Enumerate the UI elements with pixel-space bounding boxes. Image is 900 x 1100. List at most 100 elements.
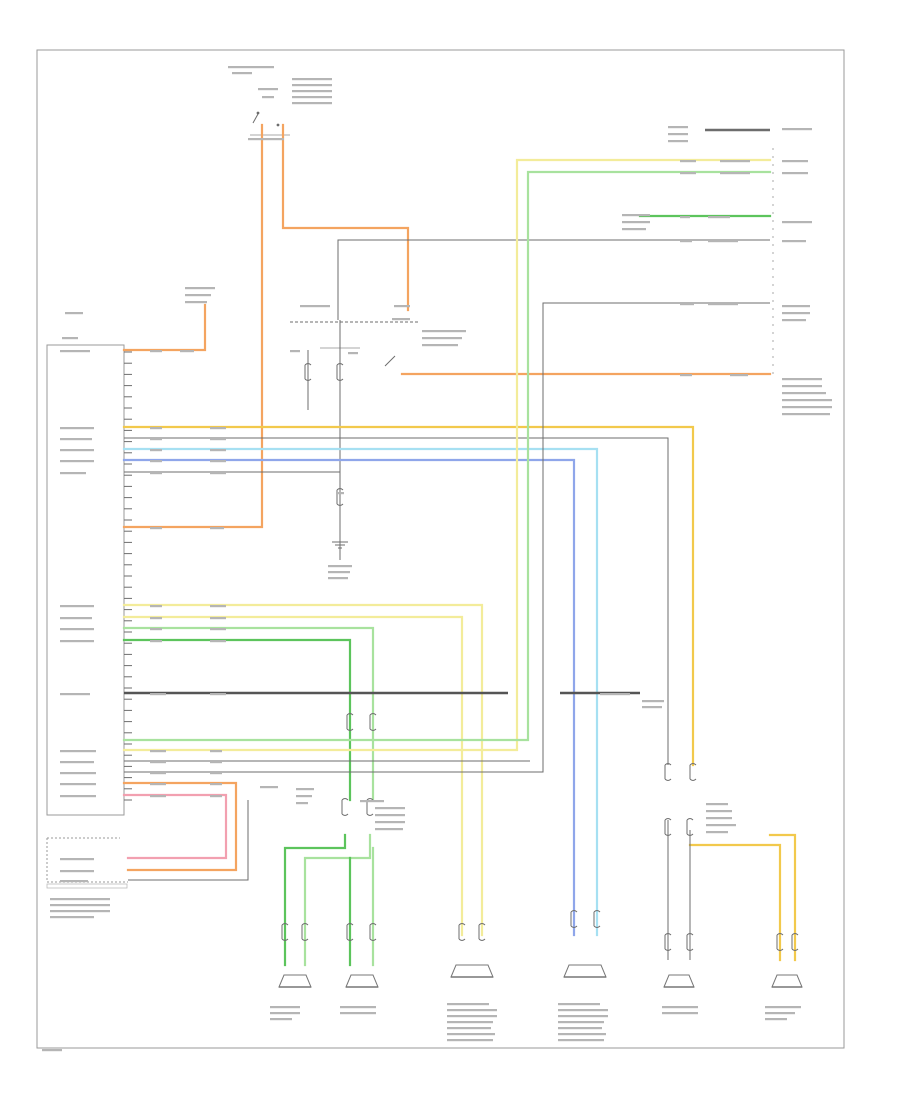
label-mark [765, 1018, 787, 1021]
label-mark [558, 1027, 602, 1030]
label-mark [150, 761, 166, 764]
label-mark [642, 700, 664, 703]
label-mark [210, 427, 226, 430]
label-mark [292, 96, 332, 99]
label-mark [262, 96, 274, 99]
speaker-icon [563, 964, 607, 978]
speaker-icon [663, 974, 695, 988]
label-mark [292, 84, 332, 87]
wire-green-lower-1 [283, 833, 347, 967]
label-mark [210, 449, 226, 452]
label-mark [394, 305, 410, 308]
label-mark [292, 102, 332, 105]
label-mark [782, 385, 822, 388]
label-mark [375, 828, 403, 831]
label-mark [60, 460, 94, 463]
wire-orange-1 [122, 123, 264, 529]
label-mark [622, 228, 646, 231]
label-mark [210, 472, 226, 475]
label-mark [232, 72, 252, 75]
label-mark [60, 795, 96, 798]
label-mark [42, 1049, 62, 1052]
label-mark [150, 449, 162, 452]
label-mark [422, 330, 466, 333]
wire-blue [122, 458, 576, 937]
label-mark [258, 88, 278, 91]
label-mark [150, 795, 166, 798]
wire-pale-yellow-2 [122, 615, 464, 937]
label-mark [210, 761, 222, 764]
wire-yellow-top [122, 425, 695, 767]
label-mark [706, 810, 732, 813]
label-mark [340, 1012, 376, 1015]
label-mark [210, 460, 226, 463]
connector-icon [458, 923, 466, 941]
label-mark [60, 858, 94, 861]
connector-icon [366, 798, 374, 816]
label-mark [558, 1033, 606, 1036]
connector-icon [664, 933, 672, 951]
label-mark [150, 350, 162, 353]
label-mark [50, 910, 110, 913]
label-mark [782, 312, 810, 315]
label-mark [782, 392, 826, 395]
connector-icon [369, 923, 377, 941]
label-mark [447, 1039, 493, 1042]
right-connector [705, 128, 774, 380]
label-mark [292, 78, 332, 81]
label-mark [210, 617, 226, 620]
connector-icon [346, 713, 354, 731]
label-mark [708, 216, 730, 219]
wire-white-1 [124, 437, 669, 765]
label-mark [422, 337, 462, 340]
label-mark [447, 1027, 491, 1030]
label-mark [642, 706, 662, 709]
label-mark [782, 413, 830, 416]
label-mark [782, 378, 822, 381]
label-mark [290, 350, 300, 353]
wires [122, 123, 797, 967]
wire-orange-2 [281, 123, 410, 312]
label-mark [558, 1015, 608, 1018]
label-mark [296, 788, 314, 791]
label-mark [150, 527, 162, 530]
label-mark [558, 1039, 604, 1042]
label-mark [60, 880, 88, 883]
label-mark [60, 772, 96, 775]
lower-left-connector [46, 837, 128, 889]
label-mark [270, 1012, 300, 1015]
label-mark [60, 628, 94, 631]
connector-icon [478, 923, 486, 941]
wire-light-green [122, 626, 375, 802]
wire-orange-3 [122, 303, 207, 352]
connector-icon [689, 763, 697, 781]
label-mark [662, 1012, 698, 1015]
label-mark [210, 640, 226, 643]
connector-icon [791, 933, 799, 951]
label-mark [558, 1009, 608, 1012]
connector-icon [281, 923, 289, 941]
label-mark [228, 66, 274, 69]
label-mark [782, 240, 806, 243]
label-mark [375, 807, 405, 810]
wire-grey-top [337, 239, 770, 320]
label-mark [348, 352, 358, 355]
label-mark [185, 301, 207, 304]
label-mark [328, 571, 350, 574]
inline-connectors [281, 363, 799, 951]
splice-connector [290, 321, 420, 367]
label-mark [447, 1021, 493, 1024]
label-mark [680, 374, 692, 377]
label-mark [60, 750, 96, 753]
label-mark [50, 904, 110, 907]
connector-icon [686, 818, 694, 836]
label-mark [375, 814, 405, 817]
label-mark [782, 406, 832, 409]
label-mark [60, 617, 92, 620]
label-mark [622, 221, 650, 224]
speaker-icon [771, 974, 803, 988]
label-mark [50, 898, 110, 901]
label-mark [210, 750, 222, 753]
label-mark [60, 783, 96, 786]
label-mark [50, 916, 94, 919]
